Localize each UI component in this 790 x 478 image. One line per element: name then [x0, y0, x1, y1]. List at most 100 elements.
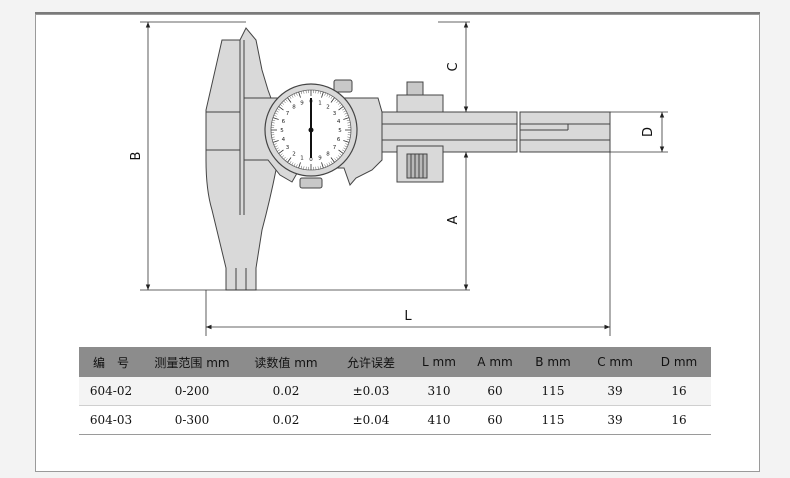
dial-tick: [287, 97, 292, 103]
cell-resolution: 0.02: [241, 405, 331, 435]
dial-number: 0: [309, 157, 313, 163]
dial-tick: [275, 110, 279, 113]
dial-tick: [345, 115, 349, 117]
dial-number: 2: [326, 105, 330, 111]
dial-number: 5: [338, 128, 342, 134]
cell-range: 0-200: [143, 377, 241, 406]
dial-tick: [336, 156, 339, 160]
dial-tick: [347, 122, 351, 124]
dial-tick: [343, 117, 350, 120]
header-tolerance: 允许误差: [331, 347, 411, 377]
cell-code: 604-02: [79, 377, 143, 406]
table-header-row: 编 号 测量范围 mm 读数值 mm 允许误差 L mm A mm B mm C…: [79, 347, 711, 377]
dim-label-b: B: [129, 152, 144, 161]
dial-tick: [324, 92, 326, 96]
header-code: 编 号: [79, 347, 143, 377]
dial-tick: [326, 163, 329, 167]
dial-tick: [273, 143, 277, 145]
dial-tick: [343, 147, 347, 150]
dial-number: 4: [282, 137, 286, 143]
dial-tick: [285, 158, 288, 161]
dial-tick: [338, 106, 344, 111]
dial-number: 9: [318, 156, 322, 162]
dial-tick: [334, 99, 337, 102]
dial-tick: [300, 91, 302, 95]
dim-label-l: L: [404, 309, 412, 324]
dial-tick: [346, 119, 350, 121]
dial-tick: [320, 91, 322, 95]
cell-c: 39: [583, 405, 647, 435]
dial-tick: [344, 112, 348, 115]
cell-range: 0-300: [143, 405, 241, 435]
header-a: A mm: [467, 347, 523, 377]
table-row: 604-02 0-200 0.02 ±0.03 310 60 115 39 16: [79, 377, 711, 406]
dial-tick: [346, 139, 350, 141]
dial-tick: [274, 145, 278, 148]
dial-tick: [272, 117, 279, 120]
dial-adjust-knob: [299, 177, 323, 189]
header-c: C mm: [583, 347, 647, 377]
dial-tick: [277, 108, 280, 111]
header-resolution: 读数值 mm: [241, 347, 331, 377]
dial-number: 6: [337, 137, 341, 143]
dial-tick: [303, 166, 305, 170]
cell-l: 410: [411, 405, 467, 435]
dial-numbers: 01234567890123456789: [280, 99, 342, 163]
header-l: L mm: [411, 347, 467, 377]
cell-d: 16: [647, 377, 711, 406]
dial-tick: [293, 163, 296, 167]
cell-a: 60: [467, 377, 523, 406]
dial-lock-knob: [333, 79, 353, 93]
dial-tick: [296, 92, 298, 96]
spec-table: 编 号 测量范围 mm 读数值 mm 允许误差 L mm A mm B mm C…: [79, 347, 711, 435]
dial-number: 3: [333, 111, 337, 117]
dial-tick: [330, 161, 333, 164]
caliper-diagram: 01234567890123456789 B C A D L: [129, 21, 668, 336]
dial-number: 8: [326, 151, 330, 157]
dial-gauge: 01234567890123456789: [264, 79, 358, 189]
cell-tolerance: ±0.03: [331, 377, 411, 406]
dim-label-d: D: [641, 127, 656, 137]
dial-tick: [298, 91, 301, 98]
header-range: 测量范围 mm: [143, 347, 241, 377]
dial-tick: [328, 162, 331, 166]
dial-tick: [337, 155, 341, 158]
dial-tick: [344, 145, 348, 148]
dial-tick: [300, 165, 302, 169]
dial-number: 5: [280, 128, 284, 134]
dial-tick: [278, 106, 284, 111]
table-row: 604-03 0-300 0.02 ±0.04 410 60 115 39 16: [79, 405, 711, 435]
dial-tick: [320, 165, 322, 169]
dial-number: 3: [286, 145, 290, 151]
dial-number: 8: [292, 105, 296, 111]
cell-l: 310: [411, 377, 467, 406]
cell-resolution: 0.02: [241, 377, 331, 406]
header-d: D mm: [647, 347, 711, 377]
dial-tick: [317, 166, 319, 170]
dial-tick: [338, 149, 344, 154]
dial-number: 7: [286, 111, 290, 117]
dial-tick: [271, 136, 275, 138]
dial-tick: [287, 157, 292, 163]
dial-tick: [281, 155, 285, 158]
dial-number: 7: [333, 145, 337, 151]
dial-tick: [271, 122, 275, 124]
cell-code: 604-03: [79, 405, 143, 435]
dial-tick: [277, 149, 280, 152]
cell-c: 39: [583, 377, 647, 406]
dial-tick: [283, 100, 286, 104]
dial-tick: [321, 162, 324, 169]
dial-tick: [272, 139, 276, 141]
dial-tick: [330, 157, 335, 163]
dial-number: 1: [300, 156, 304, 162]
dial-tick: [283, 156, 286, 160]
dial-tick: [291, 94, 294, 98]
dial-tick: [278, 149, 284, 154]
dial-pivot: [308, 127, 314, 133]
dial-tick: [298, 162, 301, 169]
dial-number: 4: [337, 119, 341, 125]
dim-label-c: C: [446, 62, 461, 71]
dial-tick: [281, 102, 285, 105]
dial-tick: [289, 96, 292, 99]
dial-tick: [336, 100, 339, 104]
